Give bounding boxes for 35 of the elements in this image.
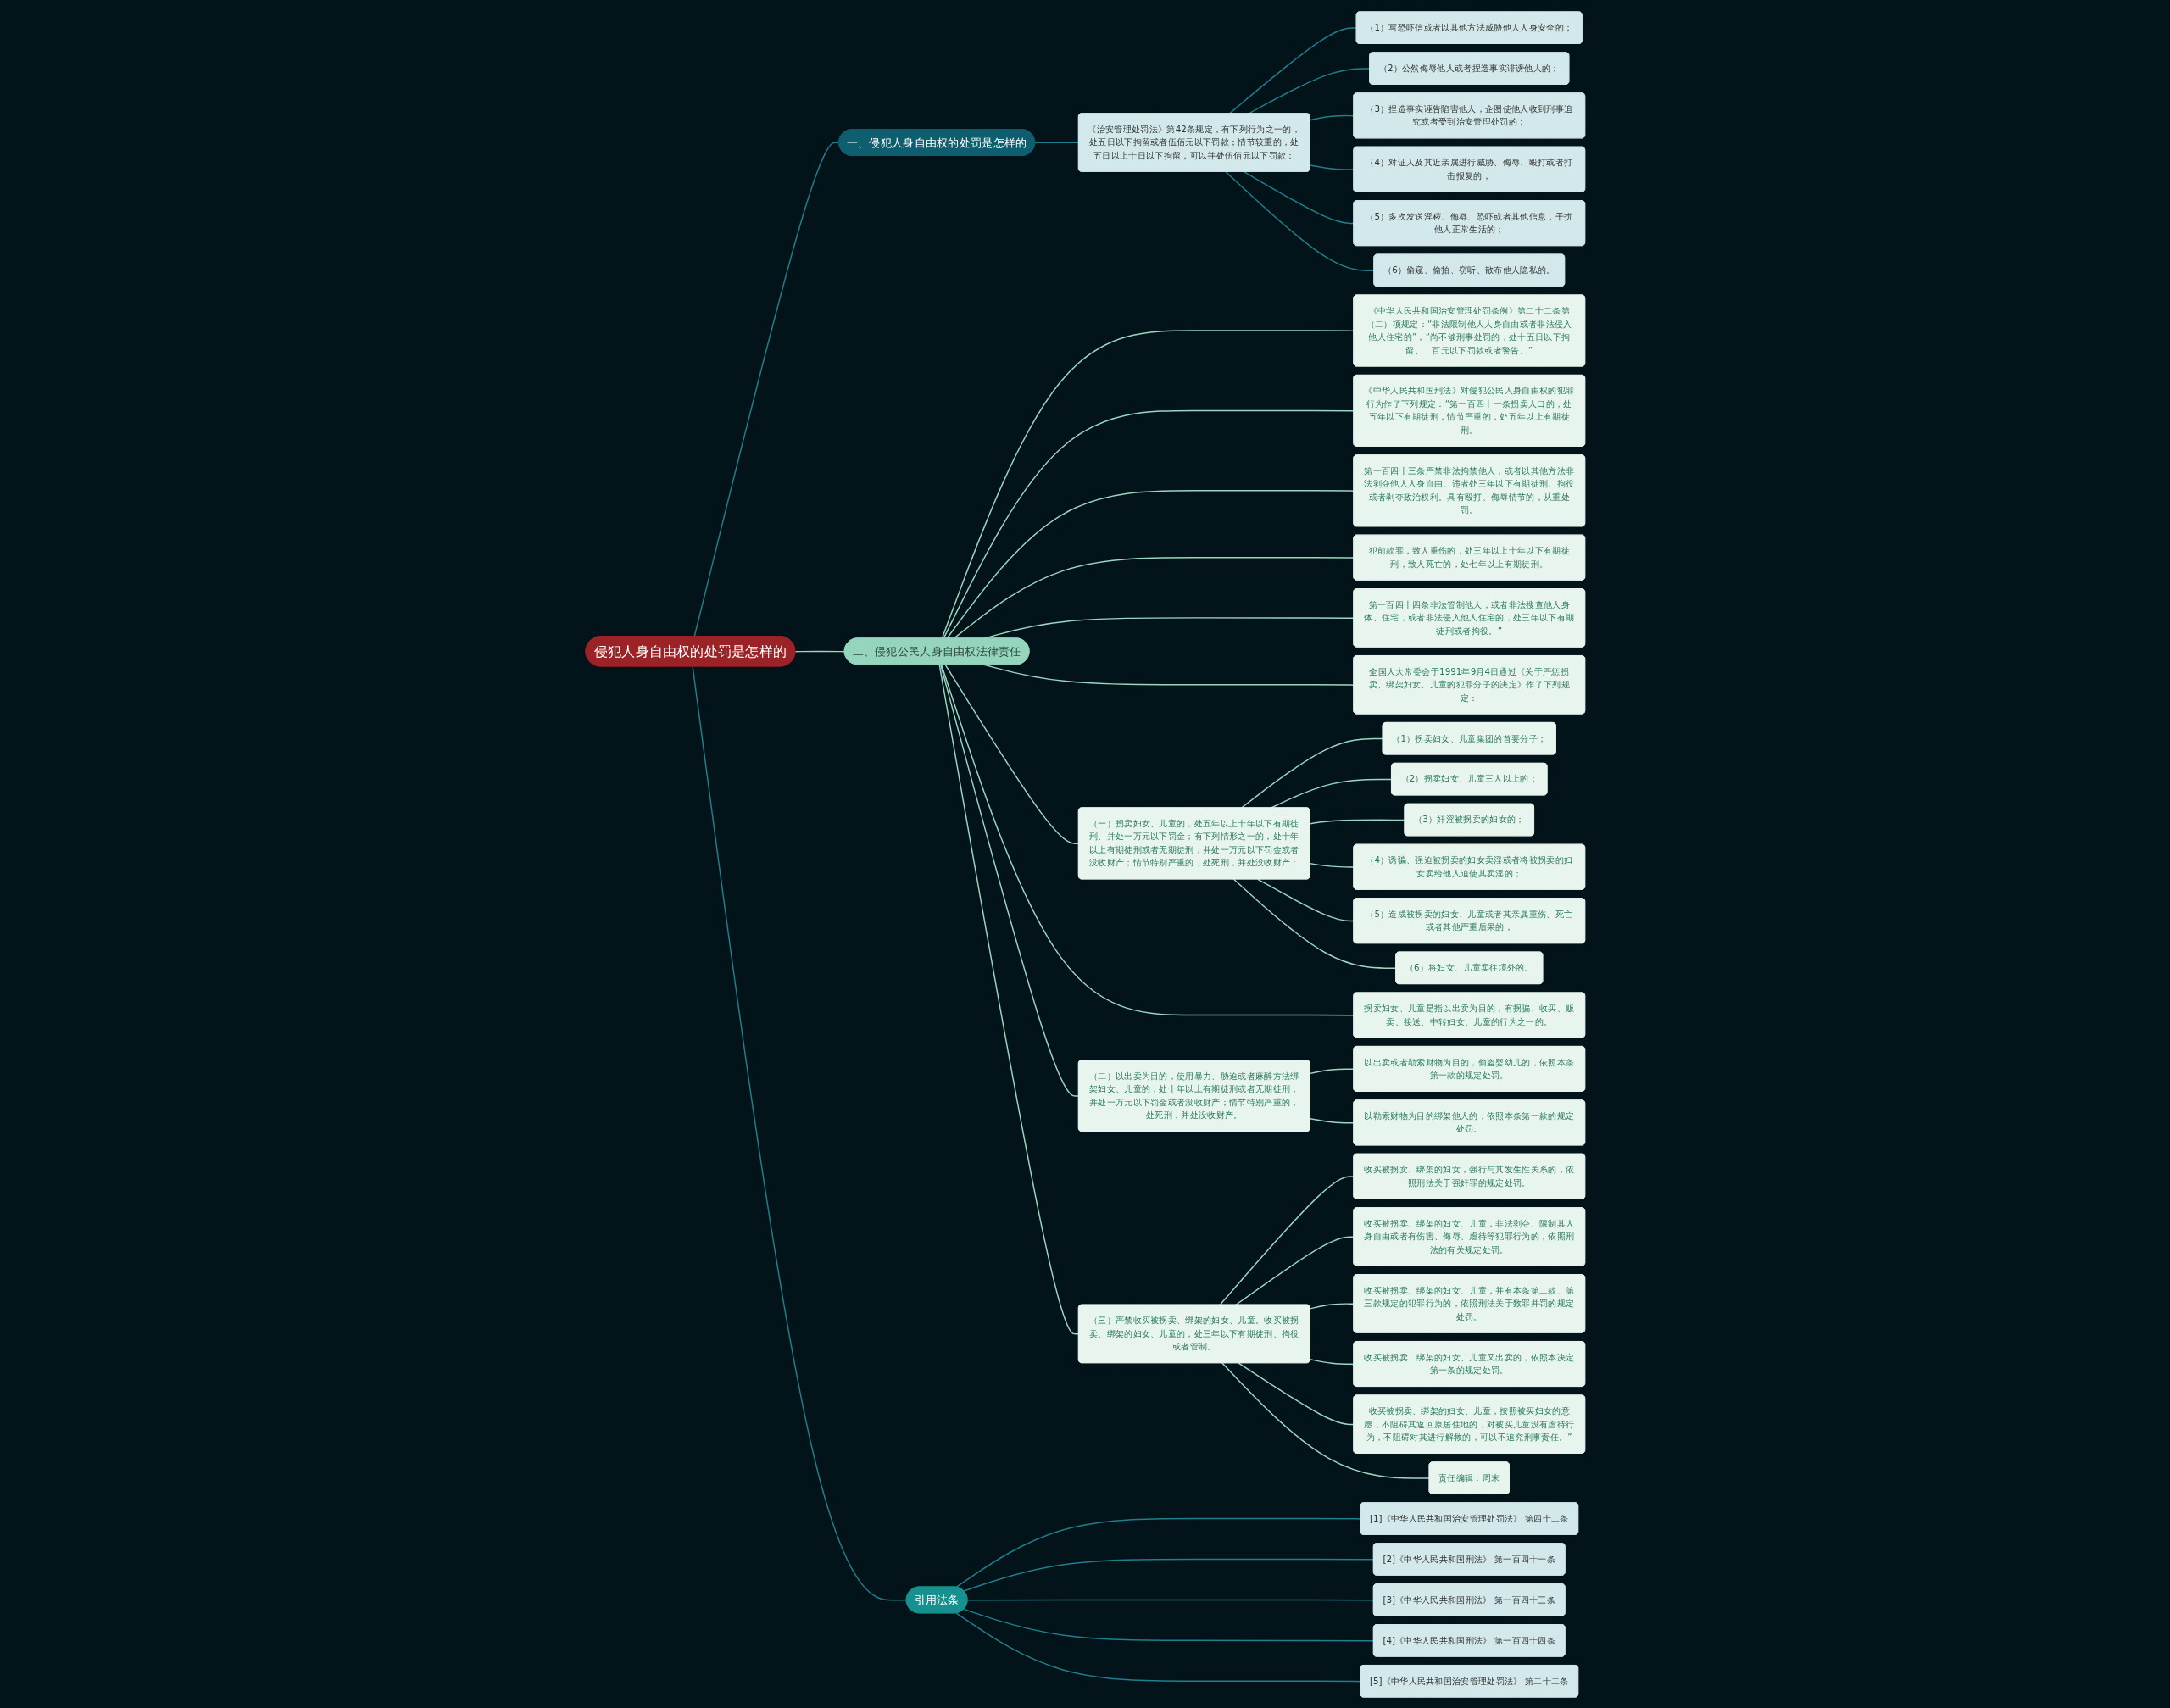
connector	[692, 665, 907, 1600]
connector	[693, 142, 840, 637]
connector	[944, 663, 1080, 844]
connector	[966, 1599, 1375, 1600]
connector	[955, 1611, 1361, 1682]
connector	[1232, 878, 1397, 969]
connector	[1228, 26, 1357, 114]
connector	[955, 1517, 1361, 1588]
connector	[1221, 1361, 1430, 1479]
connector	[1309, 1302, 1355, 1310]
connector	[943, 409, 1355, 639]
connector	[1309, 862, 1355, 868]
connector	[1034, 141, 1080, 143]
connector	[1309, 114, 1355, 120]
connector	[939, 663, 1080, 1097]
connector	[1243, 170, 1355, 224]
connector	[938, 663, 1080, 1335]
connector	[1238, 1361, 1355, 1425]
connector	[1309, 1067, 1355, 1074]
connector	[1309, 164, 1355, 170]
connector	[963, 1558, 1375, 1592]
connector	[794, 650, 845, 652]
connector	[953, 556, 1355, 639]
connector	[1309, 819, 1405, 825]
connector	[1309, 1358, 1355, 1365]
connector	[1219, 1175, 1355, 1305]
connector	[1309, 1117, 1355, 1123]
connector	[1225, 170, 1375, 271]
connector	[963, 1608, 1375, 1641]
connector	[1240, 737, 1383, 809]
connector	[941, 329, 1355, 639]
connector	[946, 489, 1355, 639]
connector	[940, 663, 1355, 1016]
connector	[1256, 878, 1355, 921]
connector	[983, 663, 1355, 686]
